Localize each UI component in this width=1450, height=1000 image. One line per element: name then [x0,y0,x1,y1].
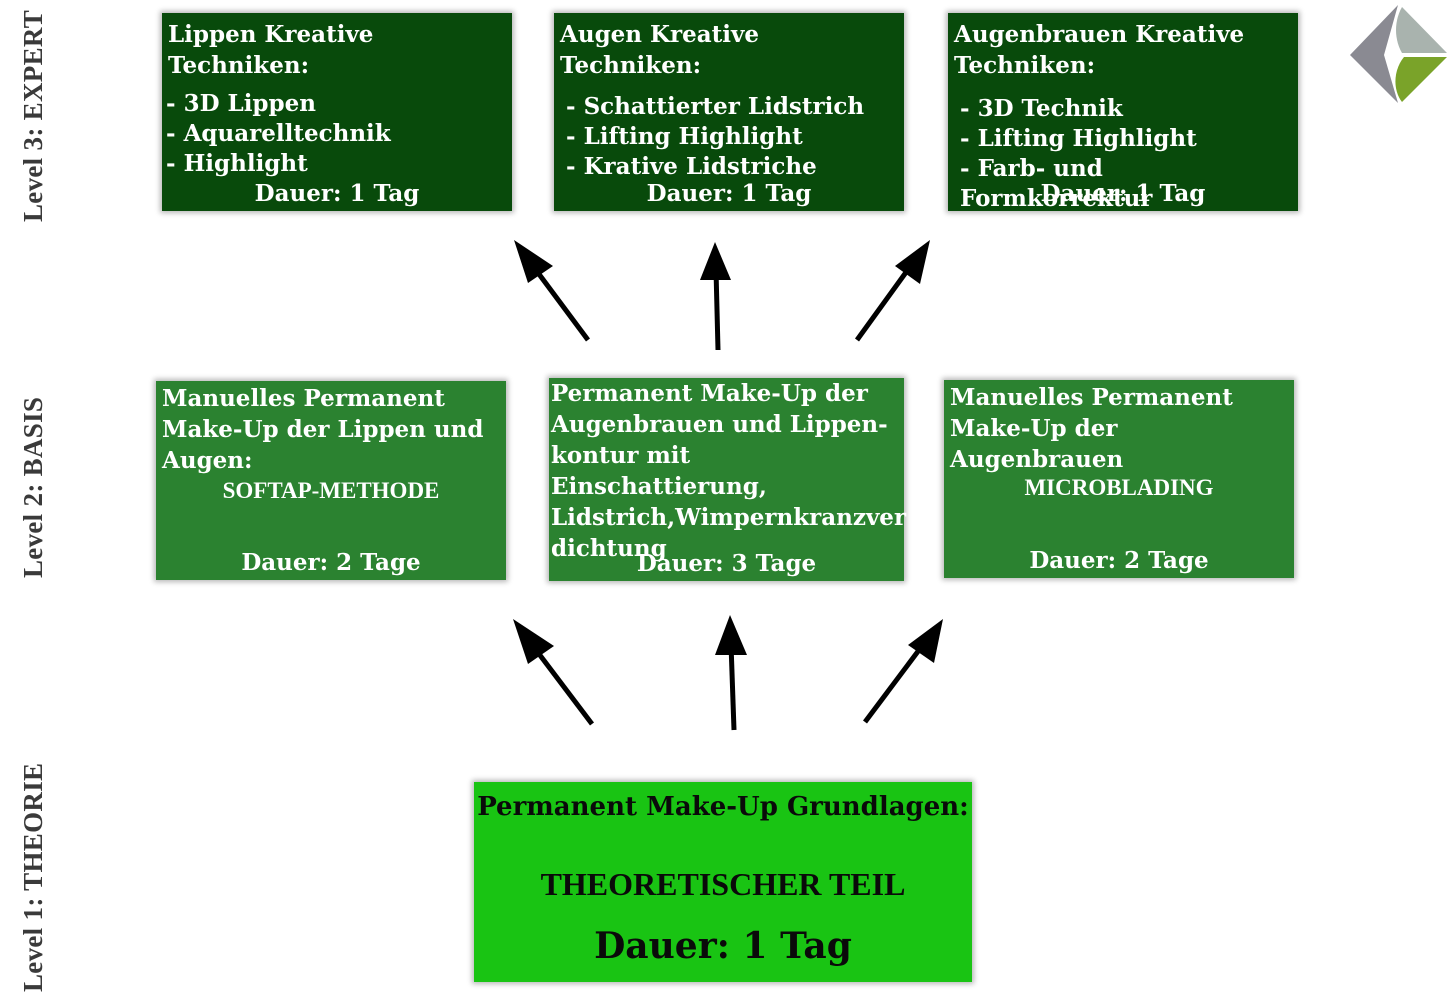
duration-label: Dauer: 2 Tage [241,549,421,576]
basis-box-title: Permanent Make-Up der Augenbrauen und Li… [551,380,907,562]
duration-label: Dauer: 1 Tag [254,180,420,207]
technique-list: 3D Technik Lifting Highlight Farb- und F… [960,94,1294,214]
expert-box-title: Lippen Kreative Techniken: [168,21,374,79]
expert-box-title: Augenbrauen Kreative Techniken: [954,21,1245,79]
technique-item: Aquarelltechnik [166,119,508,149]
arrow-up-center [700,242,731,351]
expert-box-lips: Lippen Kreative Techniken: 3D Lippen Aqu… [162,13,512,211]
arrow-up-right [854,240,930,342]
logo-green-shape [1395,57,1447,102]
technique-list: 3D Lippen Aquarelltechnik Highlight [166,89,508,179]
technique-item: Schattierter Lidstrich [566,92,900,122]
arrow-up-right [863,619,943,724]
theory-box-title: Permanent Make-Up Grundlagen: [477,792,969,822]
basis-box-title: Manuelles Permanent Make-Up der Augenbra… [950,384,1233,473]
basis-box-permanent: Permanent Make-Up der Augenbrauen und Li… [549,378,907,581]
arrow-up-left [514,240,591,342]
duration-label: Dauer: 2 Tage [1029,547,1209,574]
arrow-up-left [513,619,594,726]
technique-item: Lifting Highlight [960,124,1294,154]
technique-item: Lifting Highlight [566,122,900,152]
basis-box-microblading: Manuelles Permanent Make-Up der Augenbra… [944,380,1294,578]
basis-box-softap: Manuelles Permanent Make-Up der Lippen u… [156,381,506,580]
duration-label: Dauer: 1 Tag [594,925,852,967]
company-logo [1350,5,1447,103]
logo-gray-shape [1350,5,1398,103]
method-label: MICROBLADING [1024,475,1214,500]
duration-label: Dauer: 1 Tag [1040,180,1206,207]
duration-label: Dauer: 1 Tag [646,180,812,207]
technique-item: Farb- und Formkorrektur [960,154,1294,214]
method-label: SOFTAP-METHODE [222,478,440,503]
technique-list: Schattierter Lidstrich Lifting Highlight… [566,92,900,182]
duration-label: Dauer: 3 Tage [636,550,817,577]
expert-box-eyes: Augen Kreative Techniken: Schattierter L… [554,13,904,211]
basis-box-title: Manuelles Permanent Make-Up der Lippen u… [162,385,484,474]
theory-box: Permanent Make-Up Grundlagen: THEORETISC… [474,782,972,982]
logo-light-shape [1396,7,1447,53]
arrow-up-center [715,615,747,731]
technique-item: Highlight [166,149,508,179]
technique-item: Krative Lidstriche [566,152,900,182]
technique-item: 3D Technik [960,94,1294,124]
technique-item: 3D Lippen [166,89,508,119]
method-label: THEORETISCHER TEIL [540,866,906,902]
expert-box-title: Augen Kreative Techniken: [560,21,760,79]
expert-box-brows: Augenbrauen Kreative Techniken: 3D Techn… [948,13,1298,214]
